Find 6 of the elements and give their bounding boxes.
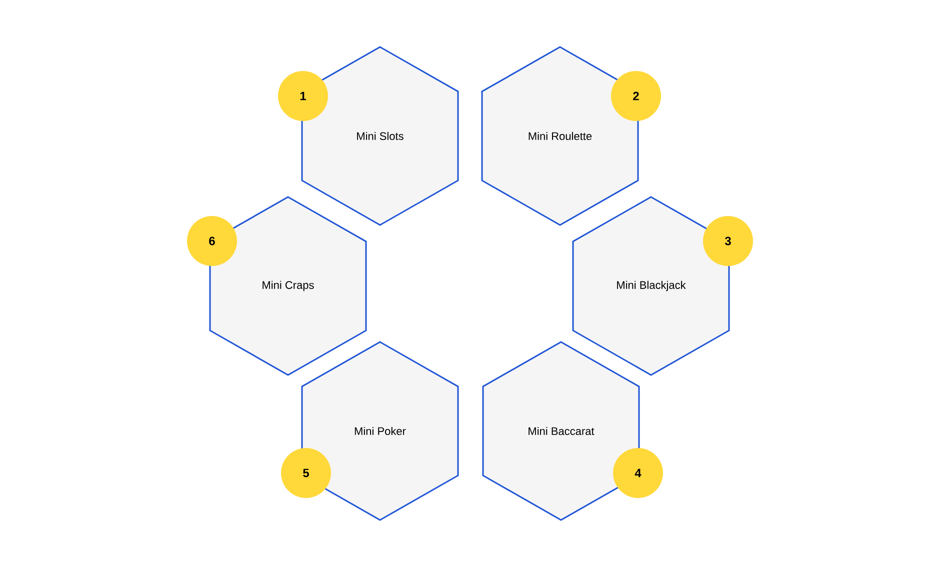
number-badge: 3 xyxy=(703,216,753,266)
number-badge: 4 xyxy=(613,448,663,498)
number-badge: 5 xyxy=(281,448,331,498)
number-badge: 6 xyxy=(187,216,237,266)
number-badge: 1 xyxy=(278,71,328,121)
number-badge: 2 xyxy=(611,71,661,121)
